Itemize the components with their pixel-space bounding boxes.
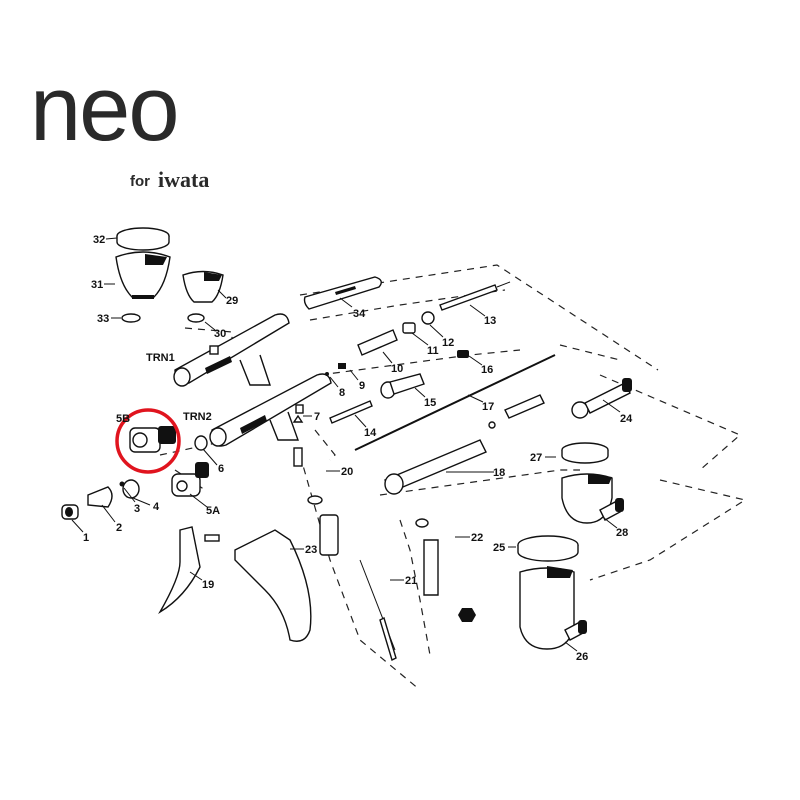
part-handle-18 — [384, 394, 545, 495]
part-tube-10 — [357, 329, 398, 356]
part-valve-9 — [338, 363, 346, 369]
part-wrench-34 — [303, 276, 382, 310]
part-cup-lid-27 — [561, 442, 609, 464]
label-28: 28 — [616, 527, 628, 539]
label-trn2: TRN2 — [183, 411, 212, 423]
label-14: 14 — [364, 427, 377, 439]
part-needle-17 — [354, 354, 556, 451]
callout-labels: 32 31 33 29 30 TRN1 TRN2 5B 6 5A 4 3 2 1… — [83, 234, 633, 663]
label-24: 24 — [620, 413, 633, 425]
part-trigger-19 — [158, 526, 220, 614]
label-4: 4 — [153, 501, 160, 513]
part-screw-16 — [457, 350, 469, 358]
logo-neo: neo — [30, 58, 178, 160]
part-cup-31 — [115, 251, 171, 323]
label-7: 7 — [314, 411, 320, 423]
part-cup-28 — [561, 473, 624, 524]
part-spring-11 — [402, 322, 416, 334]
logo-iwata: iwata — [158, 167, 209, 192]
label-29: 29 — [226, 295, 238, 307]
label-19: 19 — [202, 579, 214, 591]
label-27: 27 — [530, 452, 542, 464]
logo-for: for — [130, 173, 150, 190]
label-11: 11 — [427, 345, 439, 357]
part-nozzle-3 — [119, 481, 125, 487]
brand-logo: neo for iwata — [30, 58, 209, 192]
label-8: 8 — [339, 387, 345, 399]
label-26: 26 — [576, 651, 588, 663]
label-22: 22 — [471, 532, 483, 544]
label-5a: 5A — [206, 505, 220, 517]
label-16: 16 — [481, 364, 493, 376]
part-cap-1 — [61, 504, 79, 520]
part-spring-14 — [329, 400, 373, 424]
label-3: 3 — [134, 503, 140, 515]
part-valve-stack-20-21 — [293, 447, 397, 661]
label-15: 15 — [424, 397, 436, 409]
label-31: 31 — [91, 279, 103, 291]
part-screw-7 — [292, 414, 304, 423]
label-18: 18 — [493, 467, 505, 479]
part-cup-29 — [182, 270, 224, 323]
label-33: 33 — [97, 313, 109, 325]
highlight-circle-5b — [115, 408, 181, 474]
label-30: 30 — [214, 328, 226, 340]
part-cover-23 — [234, 529, 312, 642]
assembly-guides — [159, 264, 747, 691]
part-cup-lid-25 — [517, 535, 579, 562]
label-25: 25 — [493, 542, 505, 554]
part-washer-6 — [194, 435, 208, 451]
label-9: 9 — [359, 380, 365, 392]
label-17: 17 — [482, 401, 494, 413]
label-34: 34 — [353, 308, 366, 320]
part-nut-12 — [421, 311, 435, 325]
label-23: 23 — [305, 544, 317, 556]
part-oring-8 — [325, 372, 329, 376]
label-10: 10 — [391, 363, 403, 375]
label-21: 21 — [405, 575, 417, 587]
label-12: 12 — [442, 337, 454, 349]
label-trn1: TRN1 — [146, 352, 175, 364]
label-32: 32 — [93, 234, 105, 246]
label-1: 1 — [83, 532, 89, 544]
part-cup-26 — [519, 566, 587, 650]
label-13: 13 — [484, 315, 496, 327]
part-body-trn1 — [173, 313, 290, 387]
part-oring-4 — [122, 479, 140, 499]
part-nozzle-cap-5a — [171, 462, 209, 497]
label-5b: 5B — [116, 413, 130, 425]
part-cup-lid-32 — [116, 227, 170, 251]
part-handle-24 — [571, 378, 632, 419]
part-needle-13 — [439, 281, 511, 311]
label-20: 20 — [341, 466, 353, 478]
part-valve-22 — [415, 518, 476, 622]
part-nozzle-cap-5b — [129, 426, 176, 453]
label-2: 2 — [116, 522, 122, 534]
part-guide-15 — [380, 373, 425, 399]
leader-lines — [71, 237, 621, 652]
label-6: 6 — [218, 463, 224, 475]
part-body-trn2 — [209, 373, 332, 447]
part-head-2 — [87, 486, 113, 508]
